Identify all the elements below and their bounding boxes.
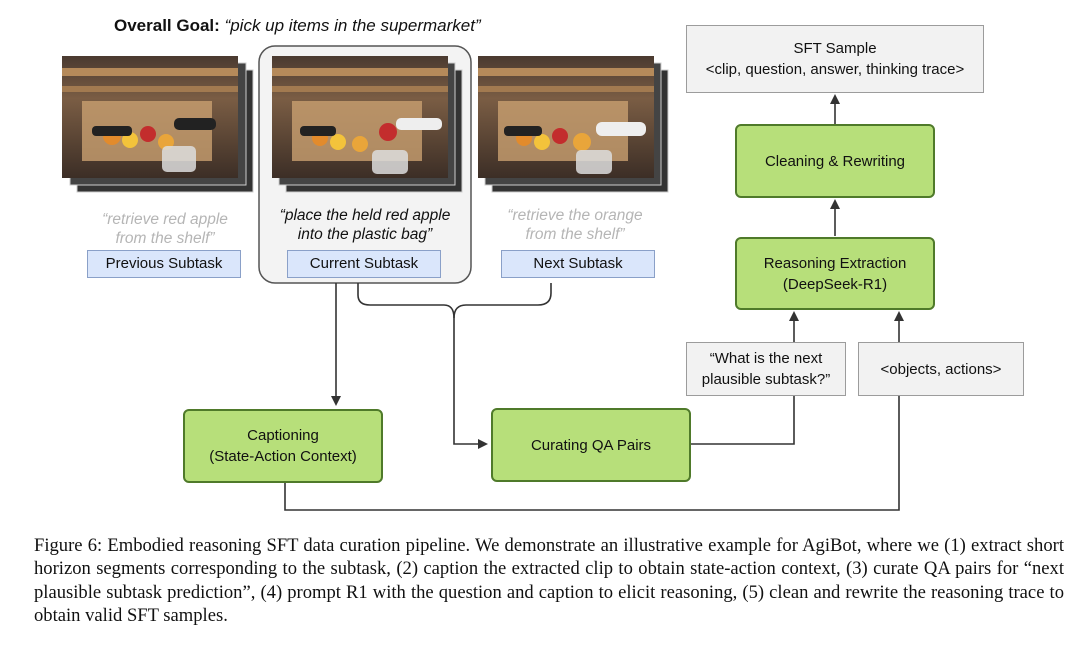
overall-goal: Overall Goal: “pick up items in the supe… bbox=[114, 16, 481, 36]
current-subtask-quote: “place the held red apple into the plast… bbox=[262, 206, 468, 244]
captioning-title: Captioning bbox=[247, 427, 319, 444]
sft-sample-title: SFT Sample bbox=[793, 40, 877, 57]
previous-quote-line1: “retrieve red apple bbox=[102, 211, 228, 228]
sft-sample-format: <clip, question, answer, thinking trace> bbox=[705, 61, 965, 78]
next-subtask-quote: “retrieve the orange from the shelf” bbox=[490, 206, 660, 244]
connector-curating-to-question bbox=[690, 396, 795, 445]
captioning-subtitle: (State-Action Context) bbox=[209, 448, 357, 465]
question-line1: “What is the next bbox=[709, 350, 823, 367]
next-clip-frames bbox=[478, 56, 669, 193]
previous-quote-line2: from the shelf” bbox=[115, 230, 215, 247]
current-clip-frames bbox=[272, 56, 463, 193]
connector-next-subtask-merge bbox=[453, 283, 552, 319]
next-clip-thumbnail bbox=[478, 56, 654, 178]
reasoning-subtitle: (DeepSeek-R1) bbox=[782, 275, 888, 293]
overall-goal-text: “pick up items in the supermarket” bbox=[224, 16, 481, 35]
next-quote-line1: “retrieve the orange bbox=[507, 207, 643, 224]
previous-clip-thumbnail bbox=[62, 56, 238, 178]
next-subtask-label: Next Subtask bbox=[501, 250, 655, 278]
reasoning-title: Reasoning Extraction bbox=[763, 254, 907, 272]
captioning-node: Captioning (State-Action Context) bbox=[183, 409, 383, 483]
curating-title: Curating QA Pairs bbox=[530, 436, 652, 454]
reasoning-extraction-node: Reasoning Extraction (DeepSeek-R1) bbox=[735, 237, 935, 310]
previous-subtask-label: Previous Subtask bbox=[87, 250, 241, 278]
previous-subtask-quote: “retrieve red apple from the shelf” bbox=[80, 210, 250, 248]
overall-goal-label: Overall Goal: bbox=[114, 16, 220, 35]
current-subtask-label: Current Subtask bbox=[287, 250, 441, 278]
next-quote-line2: from the shelf” bbox=[525, 226, 625, 243]
connector-captioning-to-objects bbox=[284, 396, 900, 511]
objects-actions-box: <objects, actions> bbox=[858, 342, 1024, 396]
previous-clip-frames bbox=[62, 56, 254, 193]
sft-sample-box: SFT Sample <clip, question, answer, thin… bbox=[686, 25, 984, 93]
current-quote-line2: into the plastic bag” bbox=[297, 226, 433, 243]
cleaning-title: Cleaning & Rewriting bbox=[764, 152, 906, 170]
cleaning-rewriting-node: Cleaning & Rewriting bbox=[735, 124, 935, 198]
question-line2: plausible subtask?” bbox=[701, 371, 831, 388]
question-box: “What is the next plausible subtask?” bbox=[686, 342, 846, 396]
current-clip-thumbnail bbox=[272, 56, 448, 178]
objects-actions-text: <objects, actions> bbox=[880, 360, 1002, 378]
current-quote-line1: “place the held red apple bbox=[279, 207, 451, 224]
figure-caption: Figure 6: Embodied reasoning SFT data cu… bbox=[34, 535, 1064, 626]
connectors bbox=[284, 94, 904, 511]
curating-qa-node: Curating QA Pairs bbox=[491, 408, 691, 482]
